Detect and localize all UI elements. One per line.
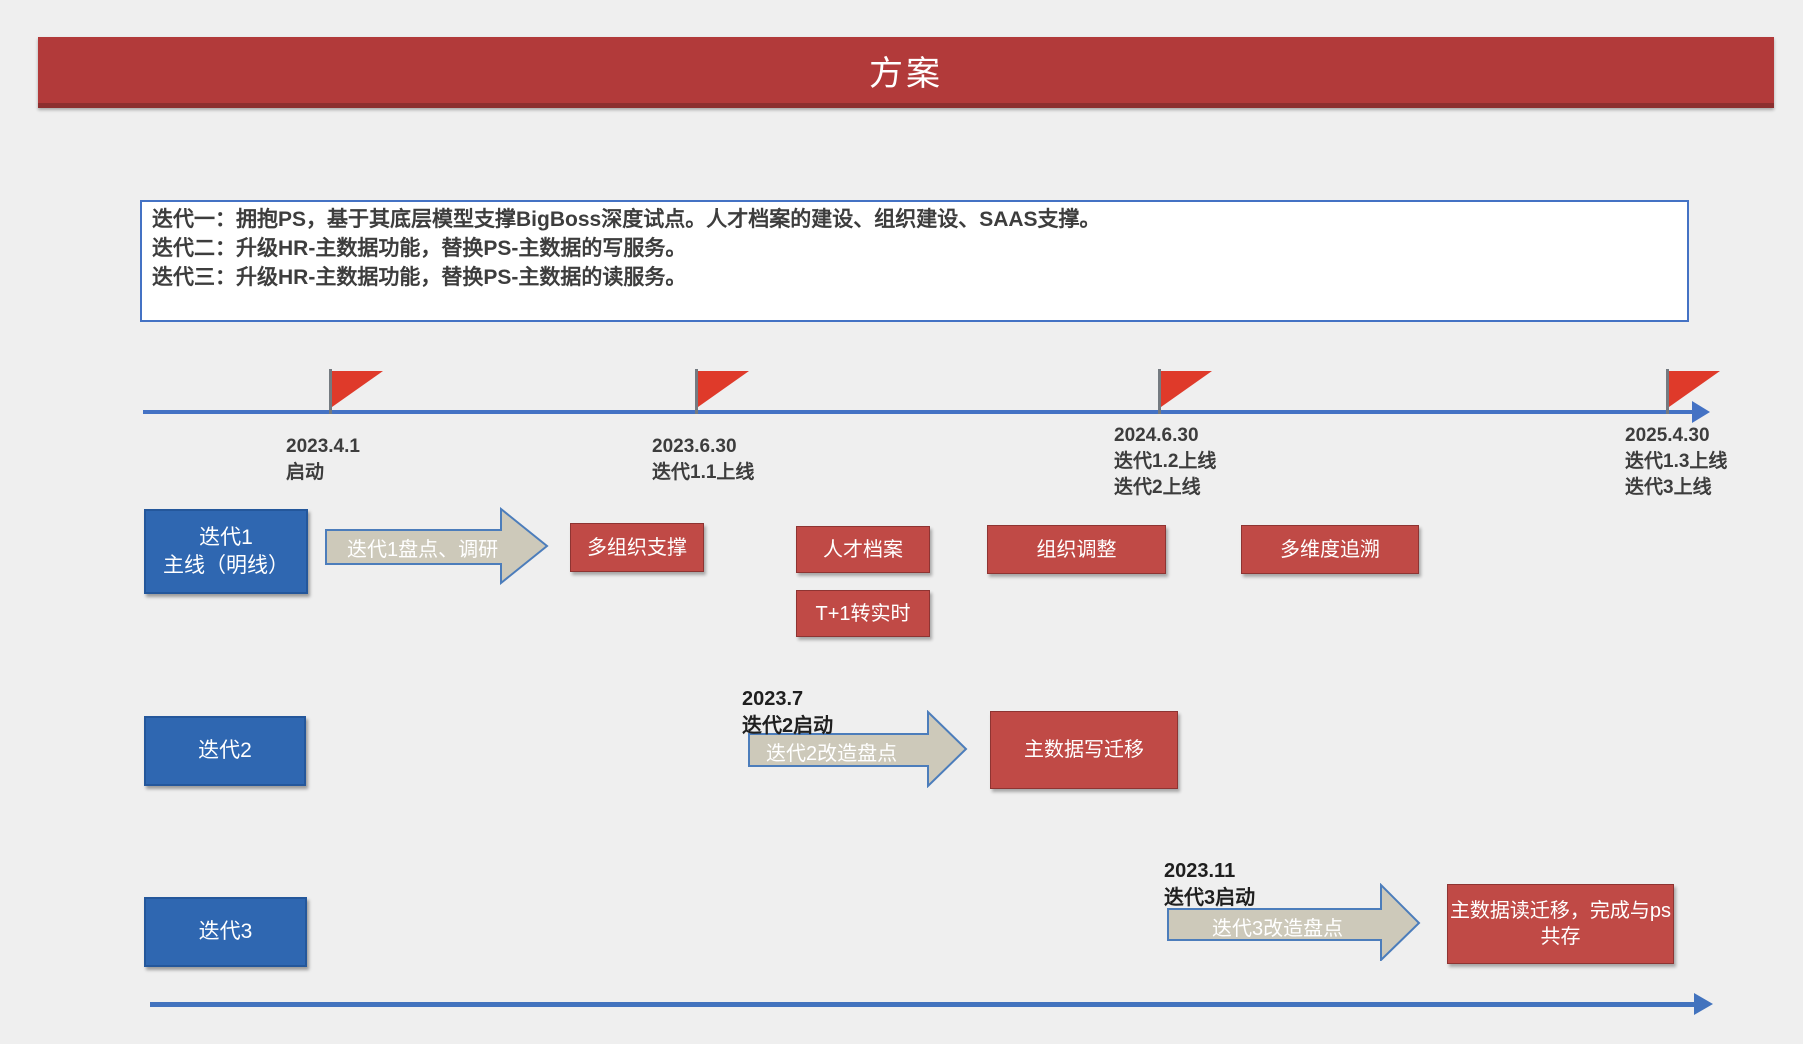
iteration2-title: 迭代2 bbox=[198, 739, 252, 762]
milestone-text: 迭代3上线 bbox=[1625, 477, 1712, 498]
milestone-date: 2023.6.30 bbox=[652, 436, 737, 457]
task-box-multi-org: 多组织支撑 bbox=[570, 523, 704, 572]
milestone-flag-icon bbox=[1666, 369, 1722, 414]
task-box-master-data-write: 主数据写迁移 bbox=[990, 711, 1178, 789]
annotation-date: 2023.7 bbox=[742, 688, 804, 710]
milestone-text: 迭代2上线 bbox=[1114, 477, 1201, 498]
task-box-master-data-read: 主数据读迁移，完成与ps 共存 bbox=[1447, 884, 1674, 964]
bottom-timeline-line bbox=[150, 1002, 1696, 1007]
milestone-flag-icon bbox=[1158, 369, 1214, 414]
title-banner: 方案 bbox=[38, 37, 1774, 108]
annotation-text: 迭代2启动 bbox=[742, 715, 834, 737]
overview-text-box: 迭代一：拥抱PS，基于其底层模型支撑BigBoss深度试点。人才档案的建设、组织… bbox=[140, 200, 1689, 322]
iteration1-subtitle: 主线（明线） bbox=[163, 553, 289, 577]
timeline-line bbox=[143, 410, 1695, 414]
milestone-label: 2023.6.30 迭代1.1上线 bbox=[652, 434, 754, 486]
milestone-flag-icon bbox=[695, 369, 751, 414]
annotation-date: 2023.11 bbox=[1164, 860, 1236, 882]
iteration1-arrow-label: 迭代1盘点、调研 bbox=[347, 539, 499, 561]
milestone-label: 2025.4.30 迭代1.3上线 迭代3上线 bbox=[1625, 423, 1727, 501]
iteration2-arrow-label: 迭代2改造盘点 bbox=[766, 743, 898, 765]
iteration3-label-box: 迭代3 bbox=[144, 897, 307, 967]
iteration1-label-box: 迭代1 主线（明线） bbox=[144, 509, 308, 594]
iteration3-arrow-label: 迭代3改造盘点 bbox=[1212, 918, 1344, 940]
milestone-text: 迭代1.1上线 bbox=[652, 462, 755, 483]
iteration3-start-annotation: 2023.11 迭代3启动 bbox=[1164, 858, 1255, 912]
milestone-flag-icon bbox=[329, 369, 385, 414]
iteration2-start-annotation: 2023.7 迭代2启动 bbox=[742, 686, 833, 740]
annotation-text: 迭代3启动 bbox=[1164, 887, 1256, 909]
milestone-text: 迭代1.3上线 bbox=[1625, 451, 1728, 472]
task-box-multi-dim-trace: 多维度追溯 bbox=[1241, 525, 1419, 574]
overview-line-2: 迭代二：升级HR-主数据功能，替换PS-主数据的写服务。 bbox=[152, 237, 687, 260]
iteration3-title: 迭代3 bbox=[198, 920, 253, 943]
milestone-date: 2023.4.1 bbox=[286, 436, 360, 457]
page-title: 方案 bbox=[869, 54, 943, 93]
overview-line-1: 迭代一：拥抱PS，基于其底层模型支撑BigBoss深度试点。人才档案的建设、组织… bbox=[152, 208, 1101, 231]
task-box-t1-realtime: T+1转实时 bbox=[796, 590, 930, 637]
milestone-label: 2023.4.1 启动 bbox=[286, 434, 360, 486]
overview-line-3: 迭代三：升级HR-主数据功能，替换PS-主数据的读服务。 bbox=[152, 266, 687, 289]
iteration3-arrow: 迭代3改造盘点 bbox=[1167, 883, 1421, 961]
iteration2-arrow: 迭代2改造盘点 bbox=[748, 710, 968, 788]
iteration1-arrow: 迭代1盘点、调研 bbox=[325, 507, 549, 585]
milestone-date: 2025.4.30 bbox=[1625, 425, 1710, 446]
milestone-date: 2024.6.30 bbox=[1114, 425, 1199, 446]
iteration1-title: 迭代1 bbox=[199, 525, 253, 549]
milestone-text: 启动 bbox=[286, 462, 325, 483]
iteration2-label-box: 迭代2 bbox=[144, 716, 306, 786]
task-box-org-adjust: 组织调整 bbox=[987, 525, 1166, 574]
task-box-talent-profile: 人才档案 bbox=[796, 526, 930, 573]
milestone-label: 2024.6.30 迭代1.2上线 迭代2上线 bbox=[1114, 423, 1216, 501]
milestone-text: 迭代1.2上线 bbox=[1114, 451, 1217, 472]
bottom-timeline-arrowhead-icon bbox=[1694, 993, 1713, 1015]
